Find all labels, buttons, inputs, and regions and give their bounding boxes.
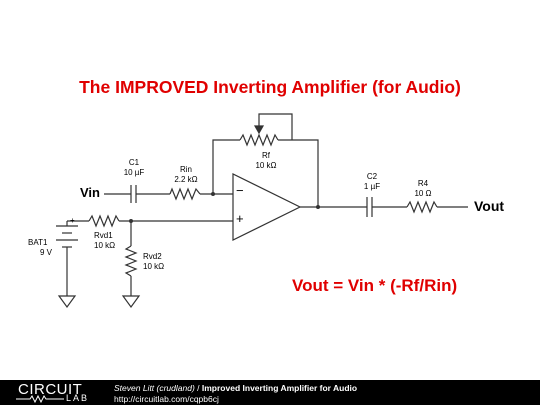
footer-bar: [0, 380, 540, 405]
r4-label: R4 10 Ω: [403, 179, 443, 199]
resistor-r4: [406, 200, 438, 214]
junction-feedback: [211, 192, 215, 196]
capacitor-c2: [366, 197, 373, 217]
ground-symbol-bat: [57, 295, 77, 309]
rvd1-name: Rvd1: [94, 231, 113, 240]
rin-label: Rin 2.2 kΩ: [166, 165, 206, 185]
circuitlab-logo[interactable]: CIRCUIT: [18, 381, 83, 398]
c2-value: 1 µF: [363, 182, 381, 191]
resistor-rf: [239, 133, 279, 147]
vout-label: Vout: [474, 198, 505, 214]
c2-label: C2 1 µF: [352, 172, 392, 192]
wire-feedback-right: [278, 139, 319, 207]
ground-symbol-rvd2: [121, 295, 141, 309]
project-title: Improved Inverting Amplifier for Audio: [201, 383, 358, 393]
rvd2-name: Rvd2: [143, 252, 162, 261]
rvd1-value: 10 kΩ: [94, 241, 116, 250]
opamp-minus-label: −: [236, 183, 244, 198]
bat1-name: BAT1: [28, 238, 48, 247]
page-title: The IMPROVED Inverting Amplifier (for Au…: [79, 77, 461, 97]
wire-feedback-left: [212, 139, 240, 194]
capacitor-c1: [130, 185, 137, 203]
resistor-rvd1: [88, 214, 120, 228]
c2-name: C2: [366, 172, 378, 181]
rvd1-label: Rvd1 10 kΩ: [94, 231, 115, 251]
rf-wiper-arrow: [253, 125, 265, 135]
rin-value: 2.2 kΩ: [174, 175, 198, 184]
battery-bat1: [56, 225, 78, 248]
junction-divider: [129, 219, 133, 223]
rf-name: Rf: [262, 151, 270, 160]
rvd2-value: 10 kΩ: [143, 262, 165, 271]
rin-name: Rin: [179, 165, 192, 174]
resistor-rvd2: [124, 245, 138, 277]
credit-separator: /: [194, 383, 202, 393]
junction-output: [316, 205, 320, 209]
c1-name: C1: [128, 158, 140, 167]
bat1-value: 9 V: [40, 248, 53, 257]
rf-label: Rf 10 kΩ: [246, 151, 286, 171]
opamp-plus-label: +: [236, 211, 244, 226]
logo-resistor-icon: [16, 395, 64, 403]
circuitlab-logo-sub: LAB: [66, 393, 90, 403]
resistor-rin: [169, 187, 201, 201]
opamp-triangle: [232, 173, 302, 241]
c1-label: C1 10 µF: [114, 158, 154, 178]
footer-credit: Steven Litt (crudland) / Improved Invert…: [114, 383, 357, 393]
rvd2-label: Rvd2 10 kΩ: [143, 252, 164, 272]
project-url-link[interactable]: http://circuitlab.com/cqpb6cj: [114, 394, 219, 404]
c1-value: 10 µF: [123, 168, 145, 177]
vin-label: Vin: [80, 185, 100, 200]
r4-name: R4: [417, 179, 429, 188]
bat1-plus-label: +: [70, 216, 75, 225]
author-name: Steven Litt (crudland): [114, 383, 195, 393]
r4-value: 10 Ω: [414, 189, 432, 198]
bat1-label: BAT1 9 V: [28, 238, 52, 258]
rf-value: 10 kΩ: [255, 161, 277, 170]
rf-wiper: [258, 113, 293, 140]
gain-formula: Vout = Vin * (-Rf/Rin): [292, 276, 458, 295]
